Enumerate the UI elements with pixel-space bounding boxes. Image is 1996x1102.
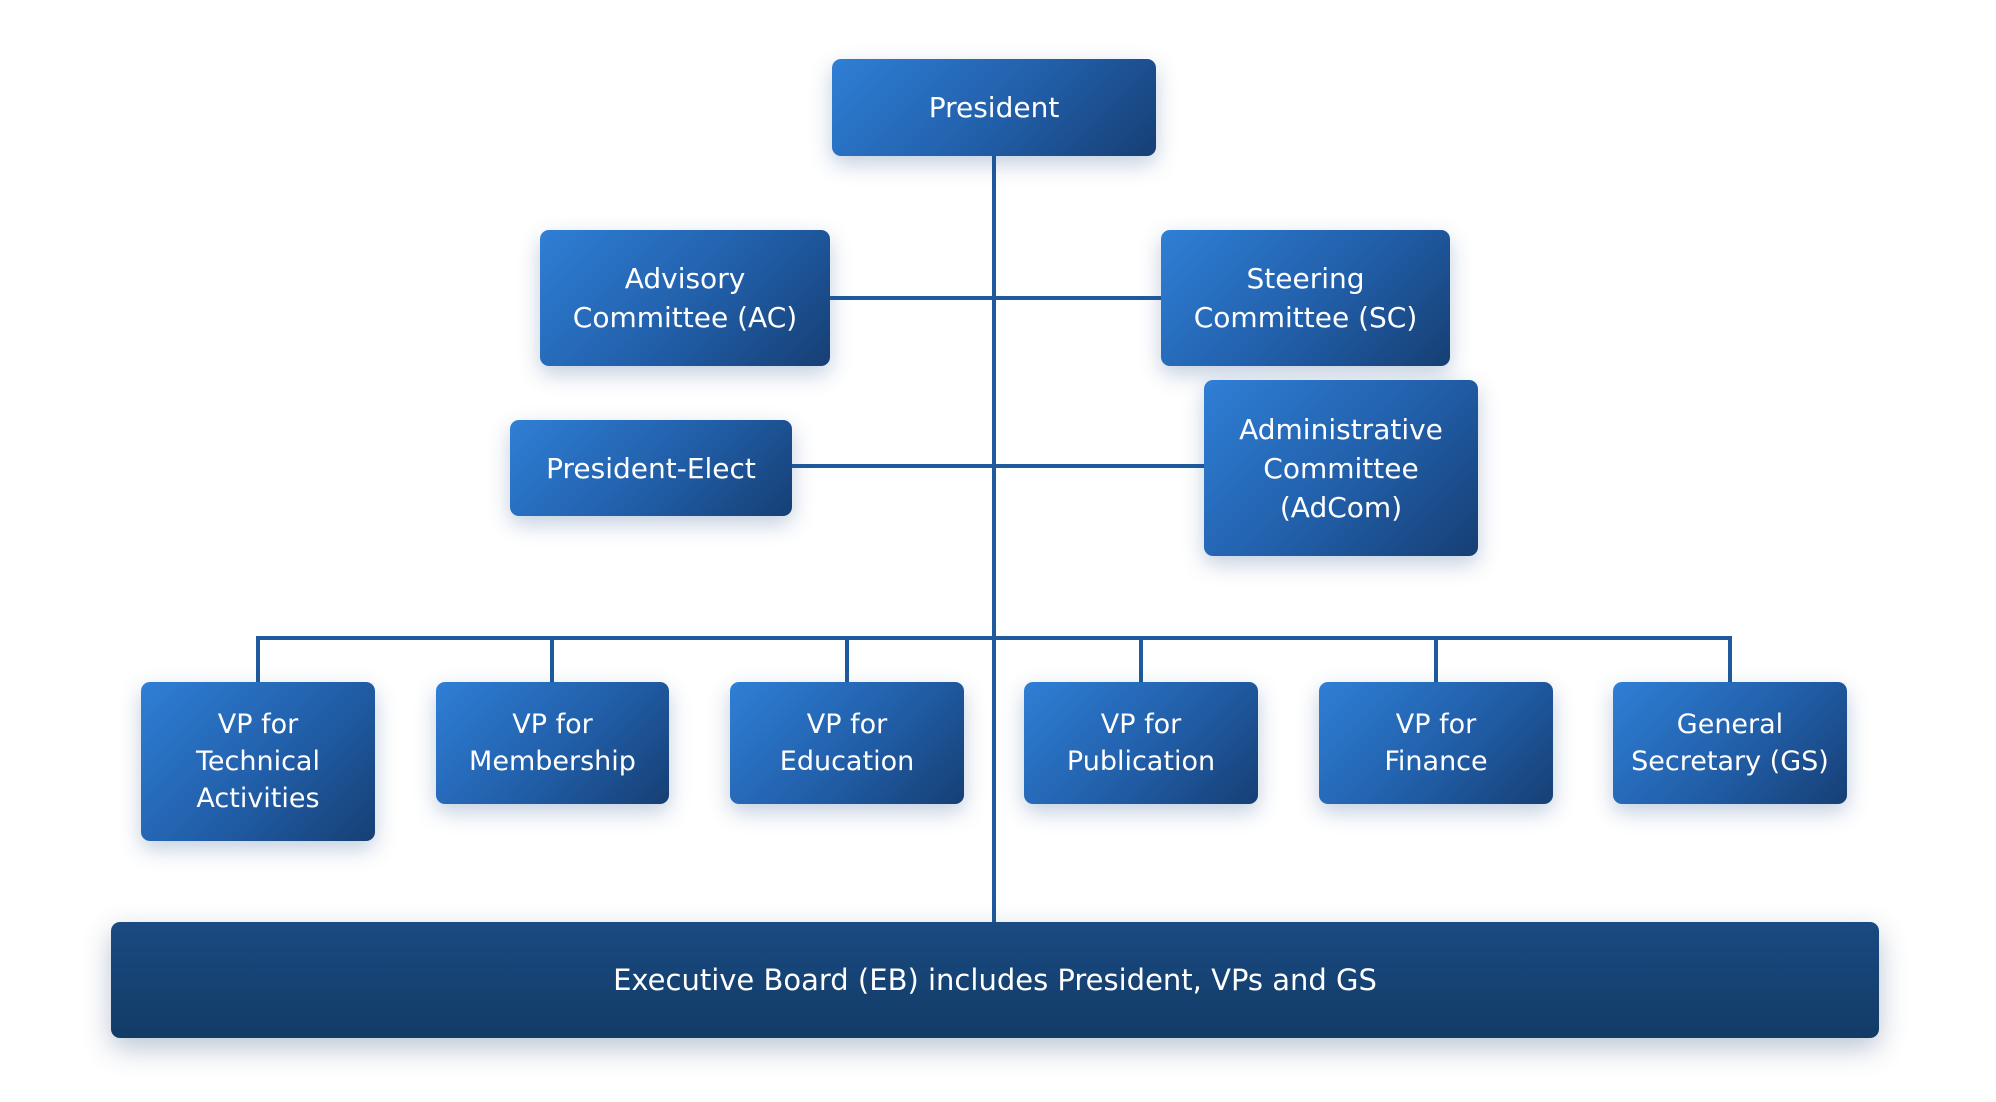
vp-finance-box: VP for Finance bbox=[1319, 682, 1553, 804]
steering-committee-box: Steering Committee (SC) bbox=[1161, 230, 1450, 366]
connector-vp-drop bbox=[550, 636, 554, 682]
connector-vp-bus bbox=[256, 636, 1732, 640]
connector-vp-drop bbox=[256, 636, 260, 682]
administrative-committee-box: Administrative Committee (AdCom) bbox=[1204, 380, 1478, 556]
vp-technical-activities-box: VP for Technical Activities bbox=[141, 682, 375, 841]
president-elect-box: President-Elect bbox=[510, 420, 792, 516]
president-box: President bbox=[832, 59, 1156, 156]
executive-board-box: Executive Board (EB) includes President,… bbox=[111, 922, 1879, 1038]
connector-vp-drop bbox=[1139, 636, 1143, 682]
connector-vp-drop bbox=[1434, 636, 1438, 682]
connector-vp-drop bbox=[1728, 636, 1732, 682]
connector-vp-drop bbox=[845, 636, 849, 682]
vp-publication-box: VP for Publication bbox=[1024, 682, 1258, 804]
connector-committees bbox=[830, 296, 1162, 300]
vp-education-box: VP for Education bbox=[730, 682, 964, 804]
connector-president-elect-adcom bbox=[792, 464, 1204, 468]
advisory-committee-box: Advisory Committee (AC) bbox=[540, 230, 830, 366]
vp-membership-box: VP for Membership bbox=[436, 682, 669, 804]
general-secretary-box: General Secretary (GS) bbox=[1613, 682, 1847, 804]
connector-trunk bbox=[992, 156, 996, 922]
